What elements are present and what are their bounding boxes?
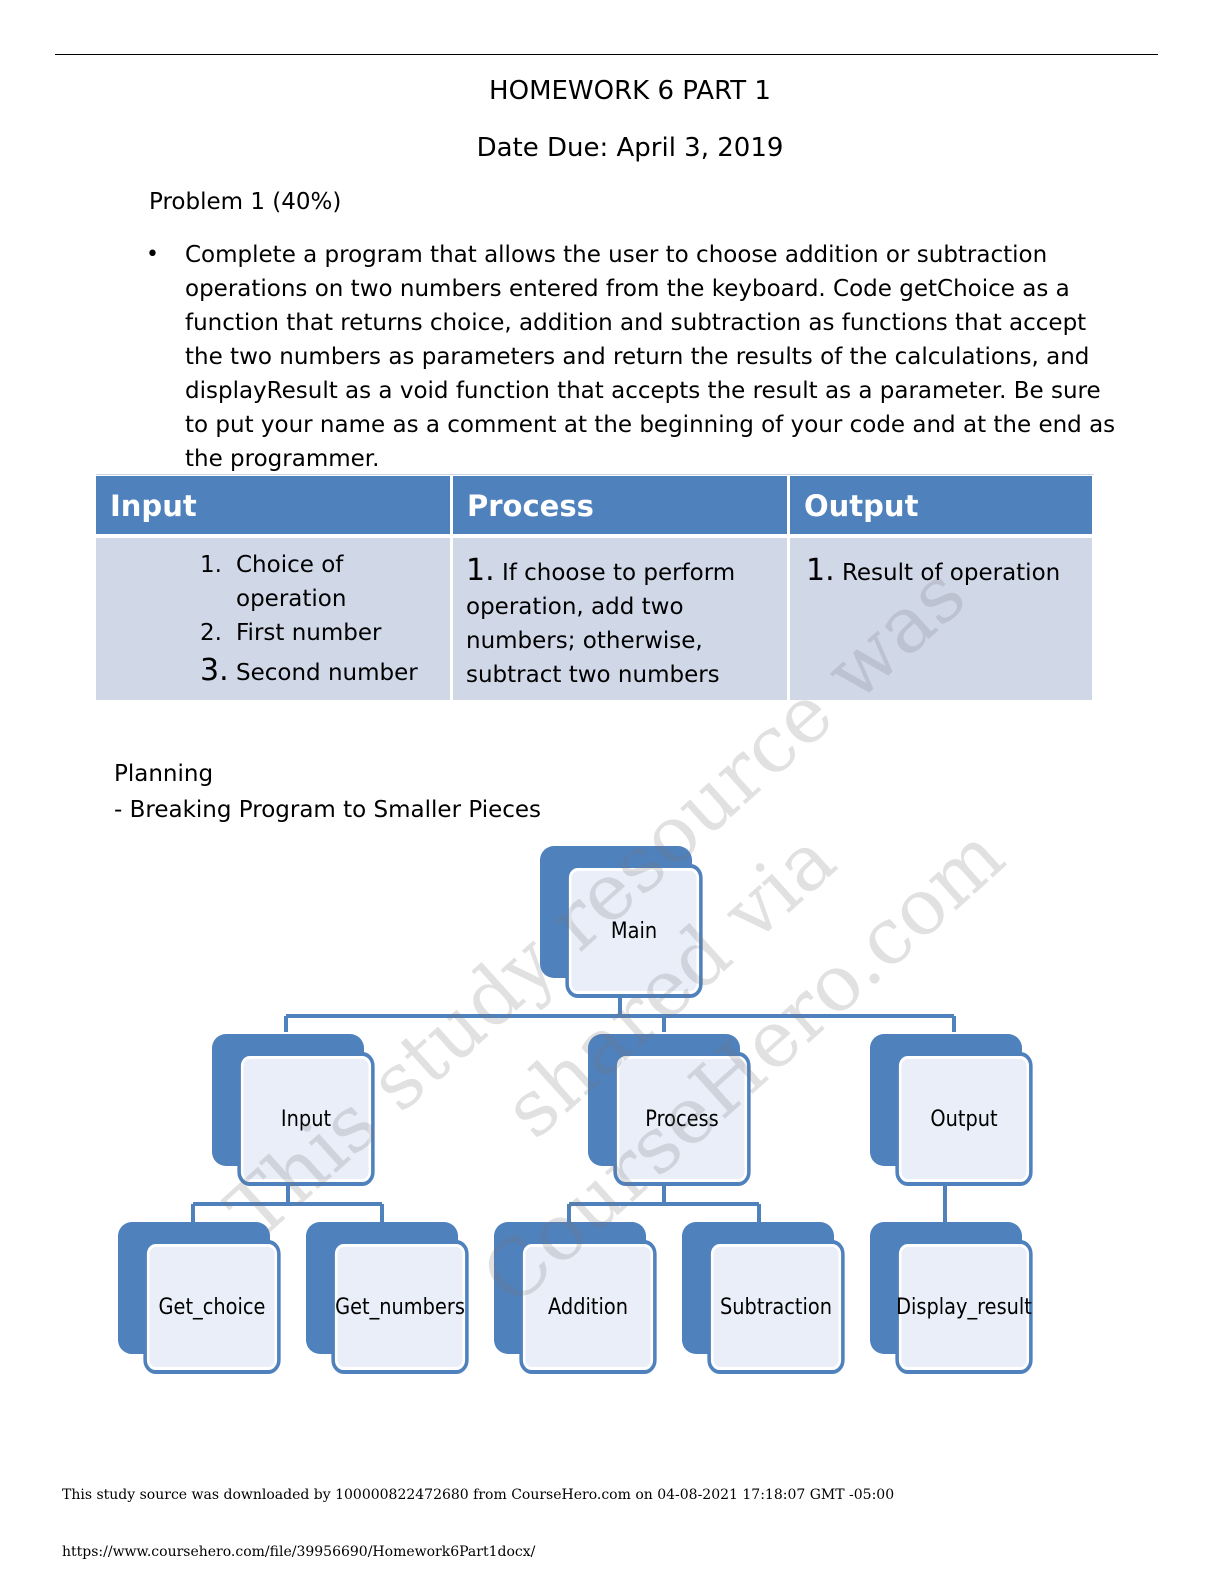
input-item-3-number: 3.	[200, 653, 229, 688]
ipo-header-process: Process	[453, 476, 787, 534]
node-main-label: Main	[610, 918, 658, 944]
process-line-4: subtract two numbers	[466, 662, 720, 688]
node-addition: Addition	[494, 1222, 666, 1374]
planning-subtitle: - Breaking Program to Smaller Pieces	[114, 797, 542, 823]
output-text: Result of operation	[841, 560, 1061, 586]
ipo-output-cell: 1. Result of operation	[790, 538, 1092, 700]
node-get-numbers-label: Get_numbers	[335, 1294, 465, 1320]
node-get-numbers-box: Get_numbers	[331, 1240, 469, 1374]
node-get-choice: Get_choice	[118, 1222, 290, 1374]
process-line-3: numbers; otherwise,	[466, 628, 703, 654]
input-item-3: 3. Second number	[200, 654, 418, 690]
input-item-1-number: 1.	[200, 552, 222, 578]
node-main: Main	[540, 846, 712, 998]
node-get-choice-label: Get_choice	[158, 1294, 266, 1320]
process-number: 1.	[466, 553, 495, 588]
node-get-choice-box: Get_choice	[143, 1240, 281, 1374]
ipo-input-column: Input 1. Choice of operation 2. First numb…	[96, 476, 450, 700]
input-item-2-number: 2.	[200, 620, 222, 646]
node-get-numbers: Get_numbers	[306, 1222, 478, 1374]
node-process: Process	[588, 1034, 760, 1186]
input-item-1: 1. Choice of operation	[200, 548, 370, 612]
footer-download-note: This study source was downloaded by 1000…	[62, 1487, 895, 1503]
node-display-result-label: Display_result	[896, 1294, 1032, 1320]
input-item-2-text: First number	[236, 620, 382, 646]
node-process-box: Process	[613, 1052, 751, 1186]
node-display-result: Display_result	[870, 1222, 1042, 1374]
bullet-marker: •	[146, 242, 159, 267]
node-output-label: Output	[930, 1106, 998, 1132]
ipo-table: Input 1. Choice of operation 2. First numb…	[96, 474, 1094, 700]
process-text: 1. If choose to perform operation, add t…	[466, 554, 735, 692]
node-input-box: Input	[237, 1052, 375, 1186]
due-date: Date Due: April 3, 2019	[476, 133, 784, 163]
process-line-1-text: If choose to perform	[501, 560, 736, 586]
node-addition-label: Addition	[548, 1294, 628, 1320]
footer-url[interactable]: https://www.coursehero.com/file/39956690…	[62, 1544, 536, 1560]
input-item-3-text: Second number	[236, 660, 418, 686]
output-number: 1.	[806, 553, 835, 588]
output-item-1: 1. Result of operation	[806, 554, 1060, 590]
planning-section: Planning - Breaking Program to Smaller P…	[114, 756, 541, 828]
node-display-result-box: Display_result	[895, 1240, 1033, 1374]
table-top-rule	[96, 474, 1094, 475]
process-line-1: 1. If choose to perform	[466, 554, 735, 590]
node-input-label: Input	[280, 1106, 332, 1132]
planning-title: Planning	[114, 761, 214, 787]
ipo-process-column: Process 1. If choose to perform operatio…	[453, 476, 787, 700]
ipo-header-input: Input	[96, 476, 450, 534]
node-input: Input	[212, 1034, 384, 1186]
node-subtraction-box: Subtraction	[707, 1240, 845, 1374]
top-rule	[55, 54, 1158, 55]
ipo-header-output: Output	[790, 476, 1092, 534]
node-subtraction-label: Subtraction	[719, 1294, 832, 1320]
process-line-2: operation, add two	[466, 594, 684, 620]
ipo-input-cell: 1. Choice of operation 2. First number 3. S…	[96, 538, 450, 700]
node-addition-box: Addition	[519, 1240, 657, 1374]
problem-description: Complete a program that allows the user …	[185, 242, 1116, 472]
ipo-output-column: Output 1. Result of operation	[790, 476, 1092, 700]
node-output: Output	[870, 1034, 1042, 1186]
node-process-label: Process	[645, 1106, 719, 1132]
node-subtraction: Subtraction	[682, 1222, 854, 1374]
ipo-process-cell: 1. If choose to perform operation, add t…	[453, 538, 787, 700]
document-title: HOMEWORK 6 PART 1	[489, 76, 771, 106]
input-item-2: 2. First number	[200, 616, 381, 650]
problem-label: Problem 1 (40%)	[149, 189, 342, 215]
node-main-box: Main	[565, 864, 703, 998]
node-output-box: Output	[895, 1052, 1033, 1186]
input-item-1-text: Choice of operation	[236, 552, 347, 612]
